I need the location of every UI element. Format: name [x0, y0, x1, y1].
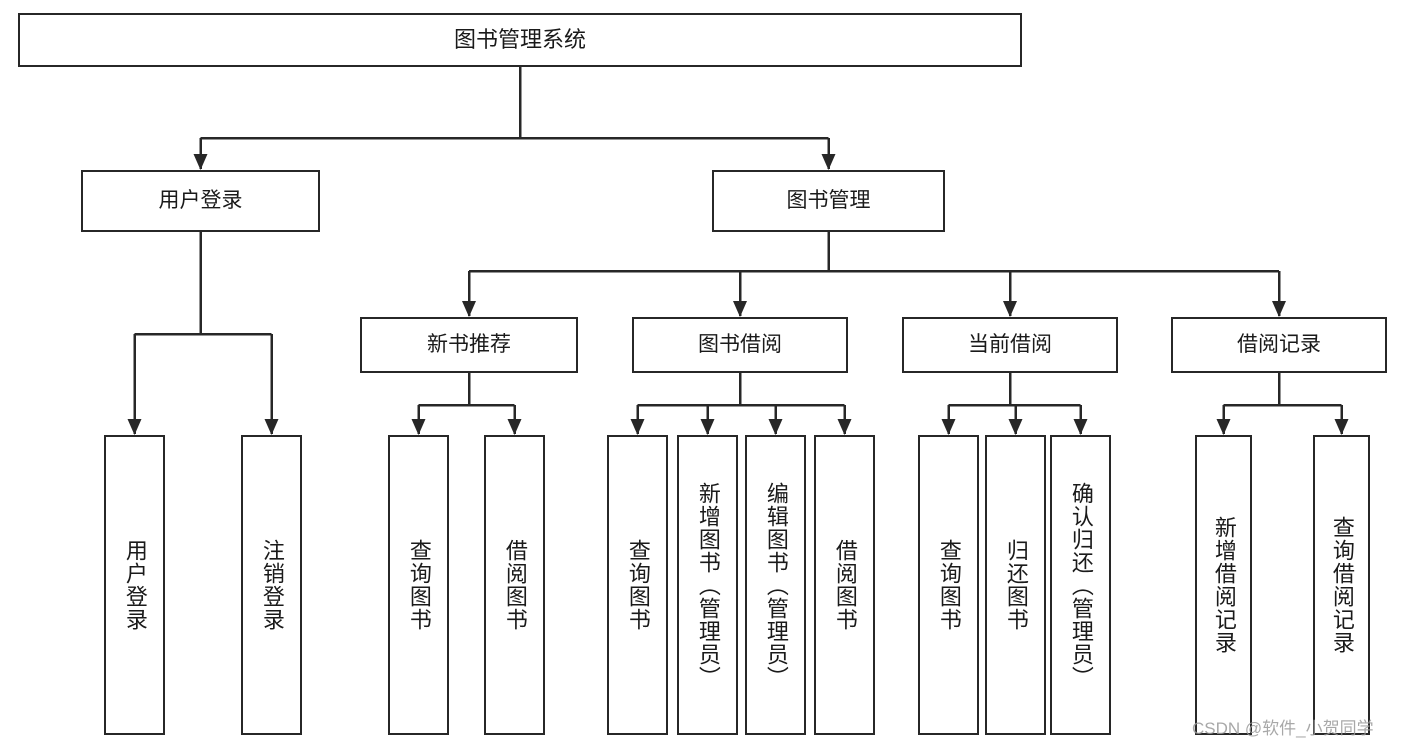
- node-label-current-borrow: 当前借阅: [968, 333, 1052, 357]
- node-leaf-query-record[interactable]: 查询借阅记录: [1313, 435, 1370, 735]
- node-label-user-login: 用户登录: [158, 189, 243, 213]
- node-leaf-borrow-book-1[interactable]: 借阅图书: [484, 435, 545, 735]
- node-label-leaf-user-login: 用户登录: [122, 539, 148, 631]
- node-book-manage[interactable]: 图书管理: [712, 170, 945, 232]
- node-book-borrow[interactable]: 图书借阅: [632, 317, 848, 373]
- node-label-book-borrow: 图书借阅: [698, 333, 782, 357]
- node-leaf-query-book-1[interactable]: 查询图书: [388, 435, 449, 735]
- node-label-leaf-borrow-book-1: 借阅图书: [502, 539, 528, 631]
- node-leaf-query-book-3[interactable]: 查询图书: [918, 435, 979, 735]
- node-leaf-logout[interactable]: 注销登录: [241, 435, 302, 735]
- node-label-leaf-query-book-3: 查询图书: [936, 539, 962, 631]
- node-leaf-confirm-return[interactable]: 确认归还（管理员）: [1050, 435, 1111, 735]
- node-leaf-user-login[interactable]: 用户登录: [104, 435, 165, 735]
- node-label-leaf-logout: 注销登录: [259, 539, 285, 631]
- node-label-leaf-confirm-return: 确认归还（管理员）: [1068, 481, 1094, 689]
- node-label-leaf-add-record: 新增借阅记录: [1211, 516, 1237, 654]
- node-leaf-borrow-book-2[interactable]: 借阅图书: [814, 435, 875, 735]
- node-label-leaf-borrow-book-2: 借阅图书: [832, 539, 858, 631]
- node-user-login[interactable]: 用户登录: [81, 170, 320, 232]
- node-label-root: 图书管理系统: [453, 26, 586, 52]
- node-label-book-manage: 图书管理: [786, 189, 871, 213]
- node-label-leaf-edit-book: 编辑图书（管理员）: [763, 481, 789, 689]
- node-borrow-record[interactable]: 借阅记录: [1171, 317, 1387, 373]
- node-label-leaf-add-book: 新增图书（管理员）: [695, 481, 721, 689]
- node-current-borrow[interactable]: 当前借阅: [902, 317, 1118, 373]
- node-label-leaf-query-book-2: 查询图书: [625, 539, 651, 631]
- node-leaf-return-book[interactable]: 归还图书: [985, 435, 1046, 735]
- node-label-leaf-return-book: 归还图书: [1003, 539, 1029, 631]
- node-label-leaf-query-record: 查询借阅记录: [1329, 516, 1355, 654]
- node-leaf-edit-book[interactable]: 编辑图书（管理员）: [745, 435, 806, 735]
- node-label-new-book-rec: 新书推荐: [427, 333, 511, 357]
- node-root[interactable]: 图书管理系统: [18, 13, 1022, 67]
- node-leaf-add-record[interactable]: 新增借阅记录: [1195, 435, 1252, 735]
- node-label-leaf-query-book-1: 查询图书: [406, 539, 432, 631]
- node-new-book-rec[interactable]: 新书推荐: [360, 317, 578, 373]
- node-leaf-add-book[interactable]: 新增图书（管理员）: [677, 435, 738, 735]
- node-label-borrow-record: 借阅记录: [1237, 333, 1321, 357]
- node-leaf-query-book-2[interactable]: 查询图书: [607, 435, 668, 735]
